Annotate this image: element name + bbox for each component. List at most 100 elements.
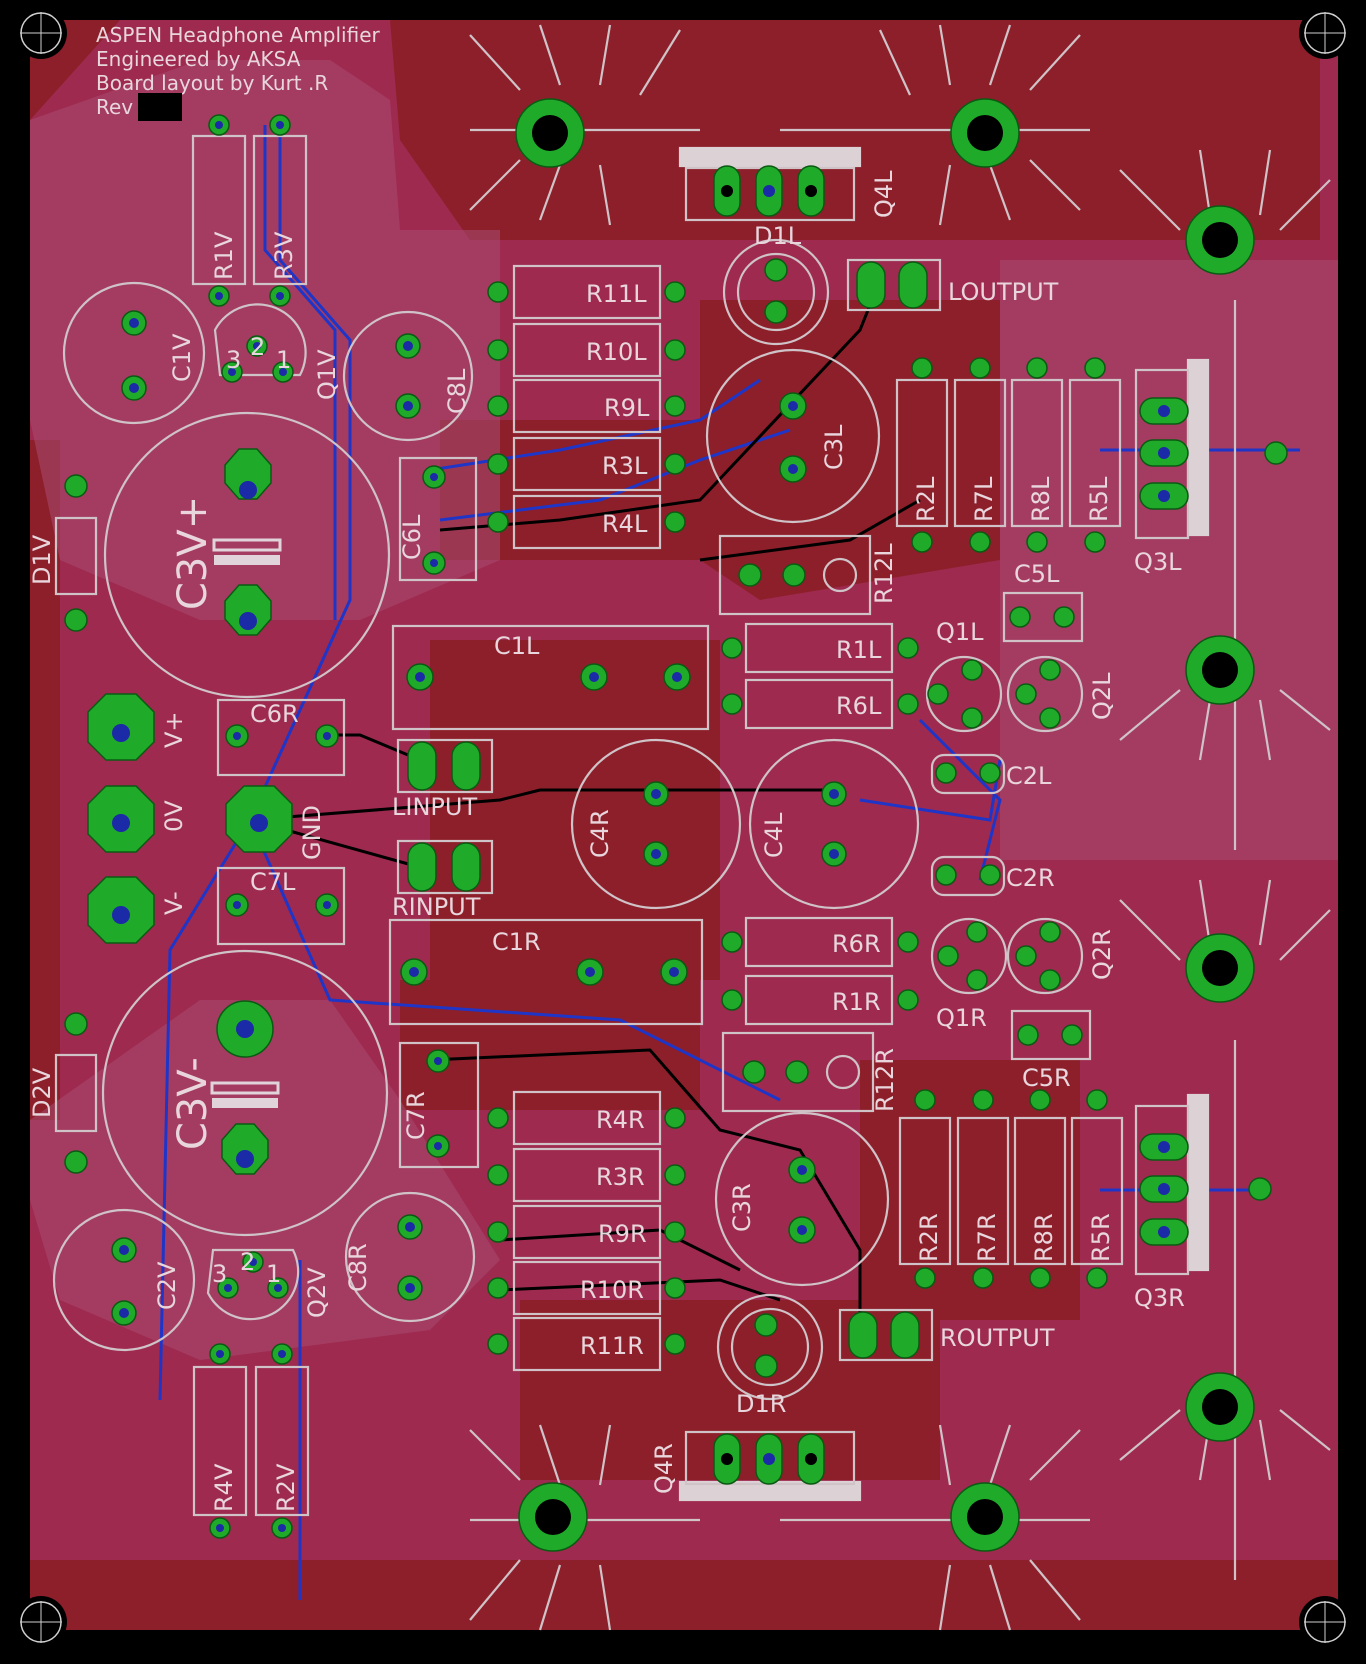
connector-linput[interactable]: LINPUT bbox=[392, 738, 494, 821]
label-c7l: C7L bbox=[250, 868, 296, 896]
title-line-3: Board layout by Kurt .R bbox=[96, 71, 328, 95]
label-0v: 0V bbox=[160, 800, 188, 832]
mount-hole-tr bbox=[1299, 7, 1351, 59]
label-c4l: C4L bbox=[760, 812, 788, 858]
capacitor-c1r: C1R bbox=[388, 918, 704, 1026]
capacitor-c8l: C8L bbox=[342, 310, 474, 442]
label-r3r: R3R bbox=[596, 1163, 645, 1191]
resistor-r8r: R8R bbox=[1013, 1089, 1067, 1289]
label-c2l: C2L bbox=[1006, 762, 1052, 790]
capacitor-c3v-minus: C3V- bbox=[101, 949, 389, 1237]
label-c6l: C6L bbox=[398, 514, 426, 560]
label-r9r: R9R bbox=[598, 1220, 647, 1248]
label-r1r: R1R bbox=[832, 988, 881, 1016]
resistor-r9r: R9R bbox=[487, 1204, 686, 1260]
resistor-r10r: R10R bbox=[487, 1260, 686, 1316]
label-r2l: R2L bbox=[912, 476, 940, 522]
label-c5l: C5L bbox=[1014, 560, 1060, 588]
label-c8l: C8L bbox=[443, 368, 471, 414]
label-d2v: D2V bbox=[28, 1067, 56, 1118]
resistor-r5r: R5R bbox=[1070, 1089, 1124, 1289]
power-terminal-vplus[interactable]: V+ bbox=[87, 693, 188, 761]
capacitor-c4l: C4L bbox=[748, 738, 920, 910]
led-d1l: D1L bbox=[722, 222, 830, 346]
heatsink-right-bottom bbox=[1119, 879, 1331, 1580]
label-c1v: C1V bbox=[168, 333, 196, 382]
connector-rinput[interactable]: RINPUT bbox=[392, 839, 494, 921]
resistor-r1l: R1L bbox=[721, 622, 919, 674]
resistor-r3r: R3R bbox=[487, 1147, 686, 1203]
label-q2v-pin1: 1 bbox=[266, 1260, 281, 1288]
label-r8r: R8R bbox=[1030, 1213, 1058, 1262]
transistor-q3l: Q3L bbox=[1134, 368, 1288, 576]
label-c2v: C2V bbox=[153, 1261, 181, 1310]
label-q4l: Q4L bbox=[870, 170, 898, 218]
label-r11l: R11L bbox=[586, 280, 647, 308]
heatsink-right-top bbox=[1119, 149, 1331, 850]
connector-routput[interactable]: ROUTPUT bbox=[838, 1308, 1055, 1362]
capacitor-c8r: C8R bbox=[344, 1191, 476, 1323]
label-r1l: R1L bbox=[836, 636, 882, 664]
resistor-r3v: R3V bbox=[252, 114, 308, 307]
capacitor-c3l: C3L bbox=[705, 348, 881, 524]
trimmer-r12r[interactable]: R12R bbox=[721, 1031, 899, 1113]
label-r10l: R10L bbox=[586, 338, 647, 366]
label-gnd: GND bbox=[298, 805, 326, 860]
resistor-r11l: R11L bbox=[487, 264, 686, 320]
resistor-r2l: R2L bbox=[895, 357, 949, 553]
label-r7l: R7L bbox=[970, 476, 998, 522]
label-r5l: R5L bbox=[1085, 476, 1113, 522]
label-vplus: V+ bbox=[160, 711, 188, 748]
label-q2v-pin3: 3 bbox=[212, 1260, 227, 1288]
label-linput: LINPUT bbox=[392, 793, 477, 821]
diode-d1v: D1V bbox=[28, 474, 98, 632]
power-terminal-vminus[interactable]: V- bbox=[87, 876, 188, 944]
label-r1v: R1V bbox=[210, 231, 238, 280]
label-r12l: R12L bbox=[870, 543, 898, 604]
resistor-r6r: R6R bbox=[721, 916, 919, 968]
label-r10r: R10R bbox=[580, 1276, 644, 1304]
transistor-q4r: Q4R bbox=[650, 1430, 856, 1494]
heatsink-bottom bbox=[469, 1424, 1090, 1631]
label-c3v-minus: C3V- bbox=[170, 1057, 216, 1150]
label-r9l: R9L bbox=[604, 394, 650, 422]
resistor-r11r: R11R bbox=[487, 1316, 686, 1372]
label-q3l: Q3L bbox=[1134, 548, 1182, 576]
trimmer-r12l[interactable]: R12L bbox=[718, 534, 898, 616]
capacitor-c6l: C6L bbox=[398, 456, 478, 582]
label-q1v-pin2: 2 bbox=[250, 333, 265, 361]
title-block: ASPEN Headphone Amplifier Engineered by … bbox=[96, 23, 381, 121]
label-r8l: R8L bbox=[1027, 476, 1055, 522]
resistor-r7l: R7L bbox=[953, 357, 1007, 553]
connector-loutput[interactable]: LOUTPUT bbox=[846, 258, 1059, 312]
power-terminal-0v[interactable]: 0V bbox=[87, 785, 188, 853]
heatsink-mounting-pads bbox=[515, 98, 1255, 1552]
transistor-q1r: Q1R bbox=[930, 917, 1008, 1032]
label-c3v-plus: C3V+ bbox=[170, 496, 216, 610]
resistor-r5l: R5L bbox=[1068, 357, 1122, 553]
transistor-q2v: 3 2 1 Q2V bbox=[206, 1248, 331, 1321]
title-line-2: Engineered by AKSA bbox=[96, 47, 301, 71]
capacitor-c5r: C5R bbox=[1010, 1009, 1092, 1092]
resistor-r7r: R7R bbox=[956, 1089, 1010, 1289]
capacitor-c7l: C7L bbox=[216, 866, 346, 946]
label-c1l: C1L bbox=[494, 632, 540, 660]
label-q1l: Q1L bbox=[936, 618, 984, 646]
capacitor-c2v: C2V bbox=[52, 1208, 196, 1352]
resistor-r9l: R9L bbox=[487, 378, 686, 434]
label-c1r: C1R bbox=[492, 928, 541, 956]
led-d1r: D1R bbox=[716, 1293, 824, 1418]
label-r11r: R11R bbox=[580, 1332, 644, 1360]
capacitor-c3v-plus: C3V+ bbox=[103, 411, 391, 699]
mount-hole-bl bbox=[15, 1596, 67, 1648]
label-c4r: C4R bbox=[586, 809, 614, 858]
resistor-r2r: R2R bbox=[898, 1089, 952, 1289]
resistor-r3l: R3L bbox=[487, 436, 686, 492]
label-q2l: Q2L bbox=[1088, 672, 1116, 720]
ground-terminal[interactable]: GND bbox=[225, 785, 326, 860]
label-q2v-pin2: 2 bbox=[240, 1248, 255, 1276]
label-d1l: D1L bbox=[754, 222, 802, 250]
capacitor-c5l: C5L bbox=[1002, 560, 1084, 643]
transistor-q1v: 3 2 1 Q1V bbox=[213, 303, 341, 400]
